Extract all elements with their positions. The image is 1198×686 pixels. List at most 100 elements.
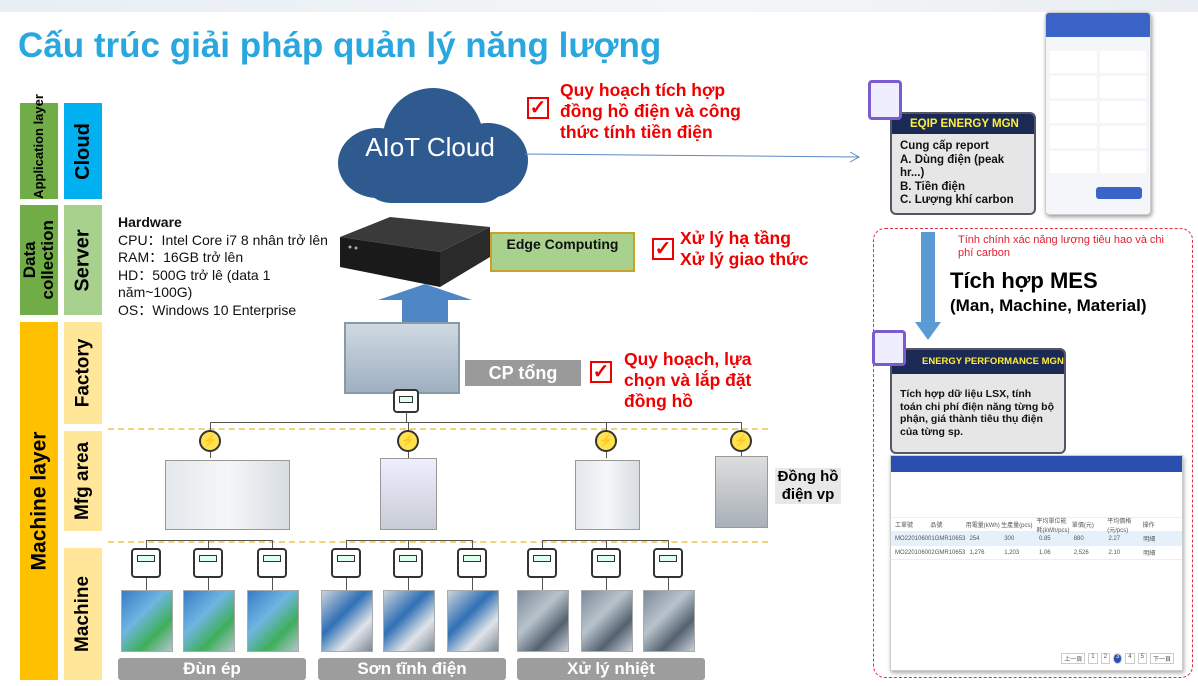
page-button[interactable]: 下一頁	[1149, 653, 1174, 664]
connector	[408, 422, 409, 432]
table-cell: 明細	[1143, 537, 1156, 543]
table-header: 工單號品號用電量(kWh)生產量(pcs)平均單位能耗(kWh/pcs)單價(元…	[891, 518, 1182, 534]
connector	[406, 412, 407, 422]
layer-label: Machine	[72, 575, 94, 653]
machine-meter-icon	[527, 548, 557, 578]
connector	[668, 540, 669, 548]
page-button[interactable]: 5	[1137, 653, 1147, 664]
connector	[606, 422, 607, 432]
machine-photo	[247, 590, 299, 652]
layer-machine-sub: Machine	[64, 548, 102, 680]
layer-server: Server	[64, 205, 102, 315]
connector	[606, 578, 607, 590]
connector	[668, 578, 669, 590]
table-cell: 用電量(kWh)	[965, 523, 1000, 529]
table-cell: 300	[1004, 535, 1015, 542]
page-title: Cấu trúc giải pháp quản lý năng lượng	[18, 26, 662, 65]
down-arrow-icon	[915, 232, 941, 340]
connector	[210, 422, 211, 432]
layer-label: Data collection	[20, 220, 57, 300]
connector	[606, 540, 607, 548]
cloud-label: AIoT Cloud	[365, 132, 495, 162]
connector	[542, 540, 543, 548]
machine-photo	[643, 590, 695, 652]
up-arrow-icon	[378, 284, 472, 322]
energy-performance-box: ENERGY PERFORMANCE MGN Tích hợp dữ liệu …	[890, 348, 1066, 454]
machine-photo	[383, 590, 435, 652]
page-button[interactable]: 上一頁	[1061, 653, 1086, 664]
connector	[542, 540, 668, 541]
box-line: C. Lượng khí carbon	[900, 194, 1014, 206]
area-divider	[108, 541, 768, 543]
connector	[272, 540, 273, 548]
table-cell: GMR10653	[934, 535, 966, 542]
hardware-heading: Hardware	[118, 214, 182, 230]
machine-photo	[321, 590, 373, 652]
connector	[208, 540, 209, 548]
check-icon: ✓	[652, 238, 674, 260]
box-title: EQIP ENERGY MGN	[892, 114, 1034, 134]
connector	[606, 452, 607, 458]
connector	[741, 452, 742, 458]
group-label: Sơn tĩnh điện	[318, 658, 506, 680]
machine-meter-icon	[331, 548, 361, 578]
check-icon: ✓	[527, 97, 549, 119]
office-meter-label: Đồng hồ điện vp	[775, 468, 841, 504]
cp-label: CP tổng	[465, 360, 581, 386]
power-plug-icon	[872, 330, 906, 366]
connector	[146, 540, 147, 548]
mes-title: Tích hợp MES	[950, 268, 1098, 293]
area-divider	[108, 428, 768, 430]
connector	[741, 422, 742, 432]
table-cell: 平均單位能耗(kWh/pcs)	[1036, 518, 1070, 534]
layer-machine: Machine layer	[20, 322, 58, 680]
bus-line	[210, 422, 742, 423]
layer-factory: Factory	[64, 322, 102, 424]
connector	[346, 540, 347, 548]
connector	[146, 540, 272, 541]
spec-line: năm~100G)	[118, 284, 193, 300]
server-icon	[340, 217, 490, 287]
mobile-app-screenshot	[1045, 12, 1151, 215]
box-line: Cung cấp report	[900, 140, 989, 152]
spec-line: OS：Windows 10 Enterprise	[118, 301, 297, 318]
mes-integration-frame	[873, 228, 1193, 678]
spec-line: HD：500G trở lê (data 1	[118, 266, 271, 283]
machine-photo	[517, 590, 569, 652]
machine-meter-icon	[257, 548, 287, 578]
main-panel-cabinet	[344, 322, 460, 394]
table-cell: 平均價格(元/pcs)	[1107, 518, 1132, 534]
machine-photo	[581, 590, 633, 652]
top-band	[0, 0, 1198, 12]
table-cell: 生產量(pcs)	[1001, 523, 1033, 529]
area-meter-icon: ⚡	[730, 430, 752, 452]
connector	[272, 578, 273, 590]
connector	[542, 578, 543, 590]
machine-meter-icon	[193, 548, 223, 578]
box-line: B. Tiền điện	[900, 180, 965, 193]
page-button[interactable]: 4	[1125, 653, 1135, 664]
layer-mfg-area: Mfg area	[64, 431, 102, 531]
table-cell: 單價(元)	[1071, 523, 1094, 529]
power-plug-icon	[868, 80, 902, 120]
table-cell: 操作	[1142, 523, 1155, 529]
connector	[208, 578, 209, 590]
electrical-panel	[380, 458, 437, 530]
edge-computing-box: Edge Computing	[490, 232, 635, 272]
machine-meter-icon	[653, 548, 683, 578]
page-button[interactable]: 3	[1112, 653, 1123, 664]
area-meter-icon: ⚡	[397, 430, 419, 452]
mes-note: Tính chính xác năng lượng tiêu hao và ch…	[958, 234, 1164, 259]
page-button[interactable]: 1	[1088, 653, 1098, 664]
machine-meter-icon	[131, 548, 161, 578]
connector	[472, 578, 473, 590]
page-button[interactable]: 2	[1100, 653, 1110, 664]
electrical-panel	[575, 460, 640, 530]
box-line: A. Dùng điện (peak hr...)	[900, 153, 1005, 180]
